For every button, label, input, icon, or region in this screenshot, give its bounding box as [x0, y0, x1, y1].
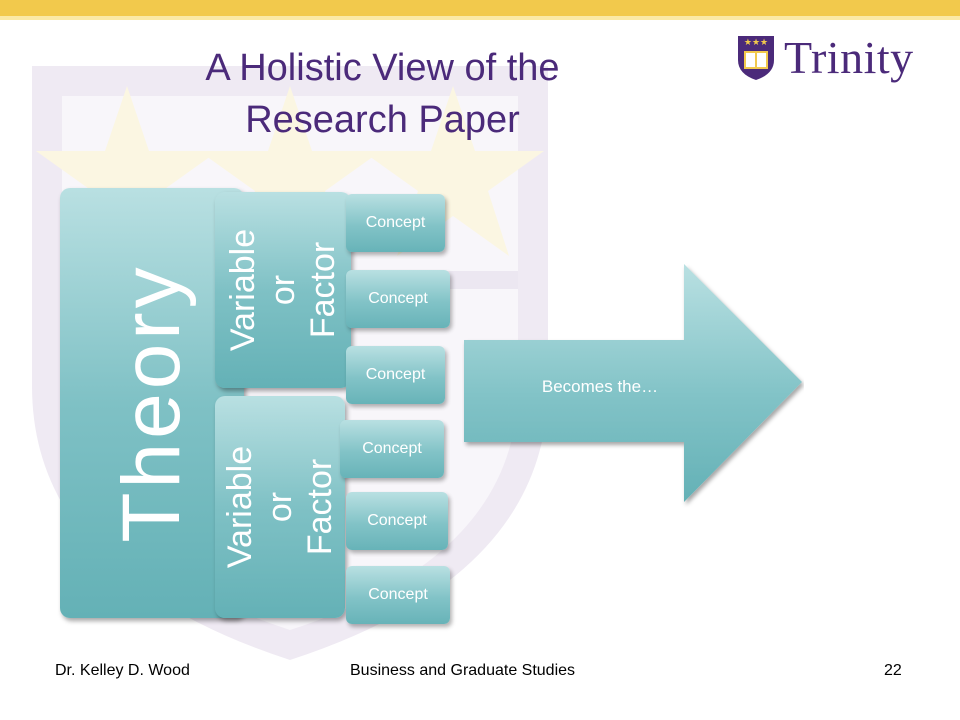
concept-box: Concept [340, 420, 444, 478]
concept-box: Concept [346, 270, 450, 328]
variable-label-2: Variable or Factor [221, 445, 339, 569]
footer-author: Dr. Kelley D. Wood [55, 662, 190, 679]
page-number: 22 [884, 662, 902, 679]
concept-box: Concept [346, 194, 445, 252]
concept-box: Concept [346, 346, 445, 404]
variable-label-1: Variable or Factor [224, 228, 342, 352]
footer-department: Business and Graduate Studies [350, 662, 576, 679]
shield-crest-icon: ★★★ [738, 36, 774, 80]
top-accent-bar [0, 0, 960, 16]
slide-title: A Holistic View of the Research Paper [205, 47, 560, 141]
concept-box: Concept [346, 566, 450, 624]
svg-text:★★★: ★★★ [744, 38, 768, 48]
trinity-logo: ★★★ Trinity [736, 32, 946, 84]
logo-text: Trinity [784, 32, 914, 83]
theory-box: Theory [60, 188, 244, 618]
concept-box: Concept [346, 492, 448, 550]
arrow-label: Becomes the… [541, 377, 659, 396]
top-accent-line [0, 16, 960, 20]
variable-box-2: Variable or Factor [215, 396, 345, 618]
theory-label: Theory [106, 263, 197, 543]
right-arrow-shape [464, 264, 802, 502]
variable-box-1: Variable or Factor [215, 192, 351, 388]
